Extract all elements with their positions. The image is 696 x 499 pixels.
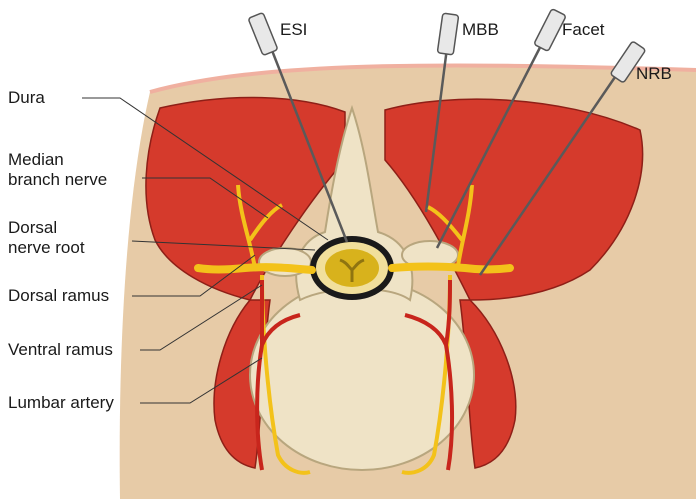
label-median-branch-nerve: Median branch nerve [8,150,107,190]
label-dorsal-nerve-root-line1: Dorsal [8,218,85,238]
needle-label-mbb: MBB [462,20,499,40]
vertebral-body [250,280,474,470]
label-dura: Dura [8,88,45,108]
label-dorsal-nerve-root: Dorsal nerve root [8,218,85,258]
needle-label-nrb: NRB [636,64,672,84]
needle-label-esi: ESI [280,20,307,40]
needle-label-facet: Facet [562,20,605,40]
label-lumbar-artery: Lumbar artery [8,393,114,413]
label-median-branch-nerve-line1: Median [8,150,107,170]
label-dorsal-ramus: Dorsal ramus [8,286,109,306]
label-median-branch-nerve-line2: branch nerve [8,170,107,190]
right-nerve-root [392,267,510,270]
label-dorsal-nerve-root-line2: nerve root [8,238,85,258]
label-ventral-ramus: Ventral ramus [8,340,113,360]
